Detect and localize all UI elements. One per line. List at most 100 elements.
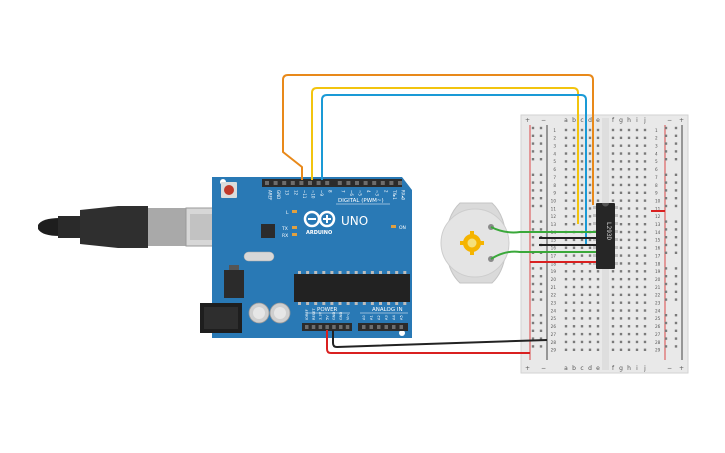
breadboard-hole[interactable] xyxy=(580,254,584,257)
breadboard-hole[interactable] xyxy=(635,270,639,273)
breadboard-hole[interactable] xyxy=(564,160,568,163)
breadboard-holes[interactable] xyxy=(531,126,678,351)
breadboard-hole[interactable] xyxy=(627,191,631,194)
rail-hole[interactable] xyxy=(531,204,535,208)
breadboard-hole[interactable] xyxy=(643,175,647,179)
breadboard-hole[interactable] xyxy=(635,152,639,155)
breadboard-hole[interactable] xyxy=(580,238,584,242)
breadboard-hole[interactable] xyxy=(619,285,623,289)
wire-black-ground[interactable] xyxy=(332,330,548,348)
breadboard-hole[interactable] xyxy=(643,301,647,304)
breadboard-hole[interactable] xyxy=(564,223,568,226)
breadboard-hole[interactable] xyxy=(635,317,639,320)
breadboard-hole[interactable] xyxy=(611,136,615,140)
breadboard-hole[interactable] xyxy=(619,207,623,210)
breadboard-hole[interactable] xyxy=(627,199,631,202)
breadboard-hole[interactable] xyxy=(627,309,631,312)
rail-hole[interactable] xyxy=(531,142,535,145)
rail-hole[interactable] xyxy=(531,329,535,332)
rail-hole[interactable] xyxy=(664,243,668,247)
breadboard-hole[interactable] xyxy=(627,207,631,210)
breadboard-hole[interactable] xyxy=(580,317,584,320)
breadboard-hole[interactable] xyxy=(572,270,576,273)
breadboard-hole[interactable] xyxy=(619,223,623,226)
breadboard-hole[interactable] xyxy=(627,301,631,304)
breadboard-hole[interactable] xyxy=(580,277,584,281)
breadboard-hole[interactable] xyxy=(580,175,584,179)
header-pin[interactable] xyxy=(380,181,385,185)
rail-hole[interactable] xyxy=(531,158,535,161)
breadboard-hole[interactable] xyxy=(588,332,592,336)
breadboard-hole[interactable] xyxy=(572,223,576,226)
chip-pin[interactable] xyxy=(615,246,618,249)
digital-header[interactable] xyxy=(262,179,402,187)
breadboard-hole[interactable] xyxy=(611,277,615,281)
breadboard-hole[interactable] xyxy=(564,285,568,289)
breadboard-hole[interactable] xyxy=(619,175,623,179)
breadboard-hole[interactable] xyxy=(627,340,631,344)
rail-hole[interactable] xyxy=(674,282,678,286)
breadboard-hole[interactable] xyxy=(572,340,576,344)
header-pin[interactable] xyxy=(299,181,304,185)
header-pin[interactable] xyxy=(325,181,330,185)
breadboard-hole[interactable] xyxy=(564,128,568,132)
header-pin[interactable] xyxy=(273,181,278,185)
breadboard-hole[interactable] xyxy=(627,215,631,218)
breadboard-hole[interactable] xyxy=(643,348,647,351)
breadboard-hole[interactable] xyxy=(627,262,631,265)
breadboard-hole[interactable] xyxy=(596,175,600,179)
breadboard-hole[interactable] xyxy=(643,128,647,132)
breadboard-hole[interactable] xyxy=(572,160,576,163)
breadboard-hole[interactable] xyxy=(580,160,584,163)
analog-header[interactable] xyxy=(358,323,408,331)
rail-hole[interactable] xyxy=(539,345,543,348)
breadboard-hole[interactable] xyxy=(564,238,568,242)
header-pin[interactable] xyxy=(362,325,366,329)
rail-hole[interactable] xyxy=(664,228,668,231)
breadboard-hole[interactable] xyxy=(643,332,647,336)
rail-hole[interactable] xyxy=(674,345,678,348)
breadboard-hole[interactable] xyxy=(572,152,576,155)
rail-hole[interactable] xyxy=(674,321,678,325)
breadboard-hole[interactable] xyxy=(635,332,639,336)
breadboard-hole[interactable] xyxy=(635,293,639,297)
header-pin[interactable] xyxy=(282,181,287,185)
breadboard-hole[interactable] xyxy=(596,332,600,336)
breadboard-hole[interactable] xyxy=(643,191,647,194)
breadboard-hole[interactable] xyxy=(627,136,631,140)
rail-hole[interactable] xyxy=(664,173,668,176)
breadboard-hole[interactable] xyxy=(580,332,584,336)
breadboard-hole[interactable] xyxy=(643,270,647,273)
breadboard-hole[interactable] xyxy=(635,238,639,242)
breadboard-hole[interactable] xyxy=(619,301,623,304)
breadboard-hole[interactable] xyxy=(572,175,576,179)
breadboard-hole[interactable] xyxy=(643,144,647,147)
breadboard-hole[interactable] xyxy=(635,277,639,281)
rail-hole[interactable] xyxy=(664,236,668,239)
breadboard-hole[interactable] xyxy=(588,293,592,297)
breadboard-hole[interactable] xyxy=(580,285,584,289)
breadboard-hole[interactable] xyxy=(619,332,623,336)
wire-green-top[interactable] xyxy=(490,226,596,234)
breadboard-hole[interactable] xyxy=(564,136,568,140)
rail-hole[interactable] xyxy=(539,337,543,340)
rail-hole[interactable] xyxy=(664,134,668,137)
breadboard-hole[interactable] xyxy=(580,136,584,140)
bottom-header-pins[interactable] xyxy=(305,325,403,329)
breadboard-hole[interactable] xyxy=(611,309,615,312)
rail-hole[interactable] xyxy=(531,150,535,153)
rail-hole[interactable] xyxy=(531,345,535,348)
breadboard-hole[interactable] xyxy=(588,223,592,226)
breadboard-hole[interactable] xyxy=(619,277,623,281)
breadboard-hole[interactable] xyxy=(580,168,584,171)
rail-hole[interactable] xyxy=(674,298,678,301)
breadboard-hole[interactable] xyxy=(611,144,615,147)
breadboard-hole[interactable] xyxy=(619,168,623,171)
breadboard-hole[interactable] xyxy=(619,136,623,140)
breadboard-hole[interactable] xyxy=(619,183,623,187)
breadboard-hole[interactable] xyxy=(588,168,592,171)
breadboard-hole[interactable] xyxy=(580,325,584,328)
breadboard-hole[interactable] xyxy=(643,223,647,226)
breadboard-hole[interactable] xyxy=(580,340,584,344)
breadboard-hole[interactable] xyxy=(619,230,623,234)
